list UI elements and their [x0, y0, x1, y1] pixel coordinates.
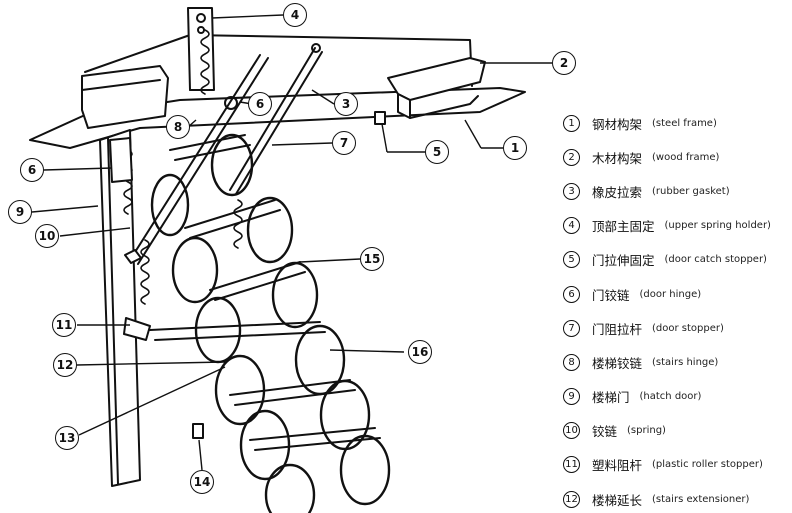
legend-number: 6	[563, 285, 580, 303]
legend-english-label: (rubber gasket)	[652, 185, 730, 197]
legend-english-label: (door stopper)	[652, 322, 724, 334]
callout-2: 2	[552, 51, 576, 75]
callout-7: 7	[332, 131, 356, 155]
callout-3: 3	[334, 92, 358, 116]
callout-15: 15	[360, 247, 384, 271]
legend-chinese-label: 橡皮拉索	[592, 184, 643, 200]
legend-number: 5	[563, 251, 580, 269]
upper-spring-holder	[187, 7, 215, 91]
legend-english-label: (door hinge)	[639, 288, 702, 300]
legend-number: 9	[563, 388, 580, 406]
legend-english-label: (door catch stopper)	[664, 254, 767, 266]
legend-row: 8 楼梯铰链 (stairs hinge)	[563, 345, 788, 379]
legend-row: 1 钢材构架 (steel frame)	[563, 106, 788, 140]
legend-row: 3 橡皮拉索 (rubber gasket)	[563, 174, 788, 208]
legend-row: 2 木材构架 (wood frame)	[563, 140, 788, 174]
legend-chinese-label: 楼梯铰链	[592, 355, 643, 371]
callout-6-door-hinge-left: 6	[20, 158, 44, 182]
wood-frame-left	[81, 65, 169, 129]
legend-chinese-label: 楼梯延长	[592, 492, 643, 508]
callout-11: 11	[52, 313, 76, 337]
legend-english-label: (wood frame)	[652, 151, 720, 163]
legend-chinese-label: 塑料阻杆	[592, 458, 643, 474]
legend-english-label: (hatch door)	[639, 391, 702, 403]
callout-9: 9	[8, 200, 32, 224]
legend-english-label: (steel frame)	[652, 117, 717, 129]
callout-6-door-hinge-top: 6	[248, 92, 272, 116]
legend-chinese-label: 门拉伸固定	[592, 253, 655, 269]
legend-row: 9 楼梯门 (hatch door)	[563, 380, 788, 414]
callout-10: 10	[35, 224, 59, 248]
legend-row: 10 铰链 (spring)	[563, 414, 788, 448]
legend-row: 12 楼梯延长 (stairs extensioner)	[563, 482, 788, 513]
legend-number: 12	[563, 490, 580, 508]
legend-chinese-label: 门阻拉杆	[592, 321, 643, 337]
legend-row: 11 塑料阻杆 (plastic roller stopper)	[563, 448, 788, 482]
door-stopper-rods	[129, 43, 323, 265]
legend-number: 1	[563, 114, 580, 132]
callout-8: 8	[166, 115, 190, 139]
legend-number: 2	[563, 148, 580, 166]
legend-row: 5 门拉伸固定 (door catch stopper)	[563, 243, 788, 277]
legend-number: 10	[563, 422, 580, 440]
legend-chinese-label: 钢材构架	[592, 116, 643, 132]
legend-row: 6 门铰链 (door hinge)	[563, 277, 788, 311]
legend-english-label: (plastic roller stopper)	[652, 459, 763, 471]
legend-chinese-label: 木材构架	[592, 150, 643, 166]
legend-row: 7 门阻拉杆 (door stopper)	[563, 311, 788, 345]
callout-4: 4	[283, 3, 307, 27]
hatch-door	[99, 129, 141, 487]
parts-legend: 1 钢材构架 (steel frame) 2 木材构架 (wood frame) 3 橡皮拉索…	[563, 106, 788, 513]
wood-frame-right	[387, 57, 486, 119]
leader-lines	[31, 14, 552, 471]
legend-number: 4	[563, 217, 580, 235]
callout-12: 12	[53, 353, 77, 377]
legend-english-label: (stairs hinge)	[652, 356, 719, 368]
legend-chinese-label: 铰链	[592, 424, 618, 440]
legend-english-label: (spring)	[627, 425, 666, 437]
legend-chinese-label: 门铰链	[592, 287, 630, 303]
legend-chinese-label: 顶部主固定	[592, 219, 655, 235]
legend-english-label: (upper spring holder)	[664, 220, 771, 232]
legend-english-label: (stairs extensioner)	[652, 493, 750, 505]
legend-number: 11	[563, 456, 580, 474]
callout-5: 5	[425, 140, 449, 164]
legend-chinese-label: 楼梯门	[592, 390, 630, 406]
legend-row: 4 顶部主固定 (upper spring holder)	[563, 209, 788, 243]
legend-number: 3	[563, 182, 580, 200]
callout-1: 1	[503, 136, 527, 160]
scissor-loops	[150, 133, 391, 513]
legend-number: 7	[563, 319, 580, 337]
callout-13: 13	[55, 426, 79, 450]
callout-14: 14	[190, 470, 214, 494]
stair-structure	[149, 134, 381, 451]
callout-16: 16	[408, 340, 432, 364]
legend-number: 8	[563, 353, 580, 371]
